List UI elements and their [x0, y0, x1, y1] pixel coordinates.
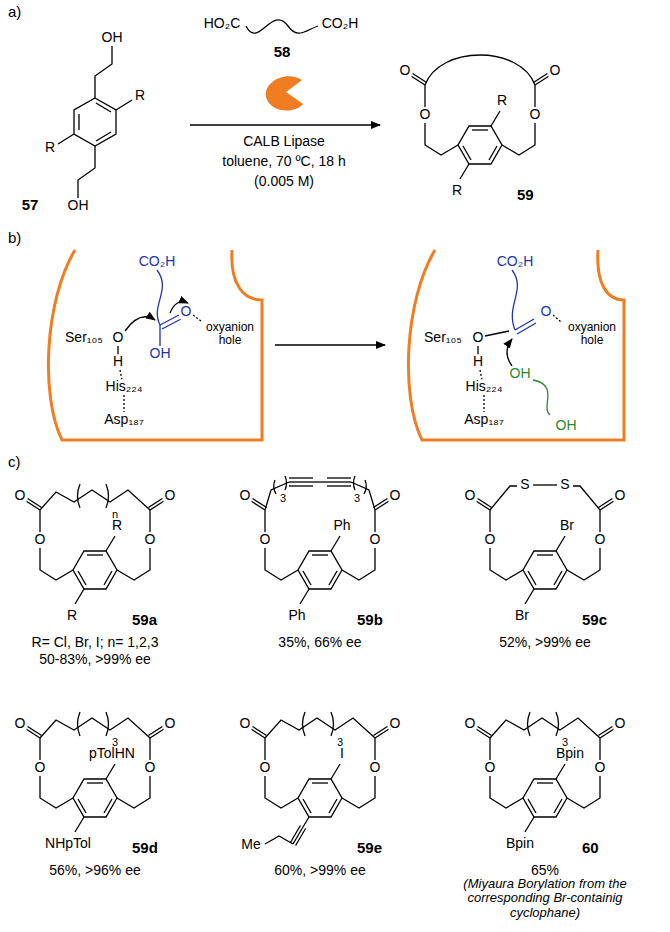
compound-number: 57	[22, 197, 39, 214]
atom-label: His₂₂₄	[465, 379, 504, 394]
repeat-count: 3	[280, 492, 286, 504]
atom-label: O	[144, 760, 157, 775]
atom-label: O	[14, 488, 27, 503]
atom-label: R	[134, 88, 146, 103]
atom-label: O	[484, 532, 497, 547]
atom-label: O	[369, 760, 382, 775]
atom-label: O	[389, 488, 402, 503]
yield-caption: 35%, 66% ee	[278, 635, 361, 650]
atom-label: O	[112, 330, 125, 345]
reaction-condition: CALB Lipase	[243, 134, 325, 149]
atom-label: O	[14, 716, 27, 731]
atom-label: O	[239, 716, 252, 731]
acid-atom-label: O	[540, 304, 553, 319]
yield-caption: 52%, >99% ee	[499, 635, 590, 650]
atom-label: O	[34, 532, 47, 547]
atom-label: O	[399, 63, 412, 78]
atom-label: Bpin	[555, 746, 585, 761]
acid-atom-label: O	[180, 304, 193, 319]
acid-atom-label: CO₂H	[138, 254, 177, 269]
atom-label: O	[419, 107, 432, 122]
atom-label: Ser₁₀₅	[64, 330, 104, 345]
atom-label: Asp₁₈₇	[463, 412, 504, 427]
atom-label: O	[259, 532, 272, 547]
atom-label: O	[529, 107, 542, 122]
atom-label: O	[144, 532, 157, 547]
acid-atom-label: CO₂H	[496, 254, 535, 269]
panel-letter: a)	[8, 4, 21, 21]
atom-label: O	[472, 330, 485, 345]
reaction-condition: toluene, 70 ºC, 18 h	[222, 154, 345, 169]
atom-label: O	[464, 488, 477, 503]
atom-label: Ser₁₀₅	[423, 330, 463, 345]
atom-label: I	[339, 746, 345, 761]
oxyanion-label: oxyanion hole	[563, 321, 621, 346]
atom-label: Ph	[287, 608, 306, 623]
repeat-count: 3	[354, 492, 360, 504]
yield-caption: R= Cl, Br, I; n= 1,2,3	[32, 635, 159, 650]
atom-label: R	[451, 183, 463, 198]
atom-label: O	[549, 63, 562, 78]
oxyanion-label: oxyanion hole	[201, 321, 259, 346]
compound-number: 59e	[357, 840, 382, 857]
yield-caption: 56%, >96% ee	[49, 863, 140, 878]
yield-caption: 60%, >99% ee	[274, 863, 365, 878]
atom-label: R	[66, 608, 78, 623]
atom-label: Br	[514, 608, 530, 623]
atom-label: S	[519, 477, 530, 492]
atom-label: Ph	[332, 518, 351, 533]
atom-label: O	[594, 760, 607, 775]
compound-number: 59d	[132, 840, 158, 857]
atom-label: CO₂H	[321, 16, 360, 31]
atom-label: O	[164, 716, 177, 731]
atom-label: pTolHN	[88, 746, 136, 761]
atom-label: O	[369, 532, 382, 547]
diol-label: OH	[555, 418, 578, 433]
footnote: (Miyaura Borylation from the correspondi…	[438, 877, 653, 920]
atom-label: His₂₂₄	[105, 379, 144, 394]
atom-label: O	[614, 488, 627, 503]
yield-caption: 50-83%, >99% ee	[39, 652, 151, 667]
panel-letter: b)	[8, 230, 21, 247]
atom-label: S	[559, 477, 570, 492]
atom-label: O	[594, 532, 607, 547]
atom-label: H	[472, 354, 484, 369]
atom-label: Br	[559, 518, 575, 533]
atom-label: OH	[101, 30, 124, 45]
compound-number: 59b	[357, 612, 383, 629]
compound-number: 59	[517, 187, 534, 204]
compound-number: 59a	[132, 612, 157, 629]
atom-label: R	[111, 518, 123, 533]
compound-number: 58	[274, 44, 291, 61]
atom-label: OH	[67, 198, 90, 213]
atom-label: Bpin	[505, 836, 535, 851]
atom-label: O	[259, 760, 272, 775]
atom-label: R	[496, 93, 508, 108]
compound-number: 59c	[582, 612, 607, 629]
atom-label: O	[164, 488, 177, 503]
diol-label: OH	[509, 366, 532, 381]
atom-label: H	[112, 354, 124, 369]
atom-label: O	[389, 716, 402, 731]
atom-label: O	[464, 716, 477, 731]
compound-number: 60	[582, 840, 599, 857]
atom-label: NHpTol	[44, 836, 92, 851]
atom-label: R	[44, 140, 56, 155]
reaction-condition: (0.005 M)	[254, 174, 314, 189]
panel-letter: c)	[8, 454, 21, 471]
acid-atom-label: OH	[149, 346, 172, 361]
atom-label: Asp₁₈₇	[103, 412, 144, 427]
atom-label: O	[239, 488, 252, 503]
atom-label: O	[484, 760, 497, 775]
atom-label: O	[614, 716, 627, 731]
atom-label: O	[34, 760, 47, 775]
atom-label: Me	[240, 837, 261, 852]
atom-label: HO₂C	[203, 16, 242, 31]
